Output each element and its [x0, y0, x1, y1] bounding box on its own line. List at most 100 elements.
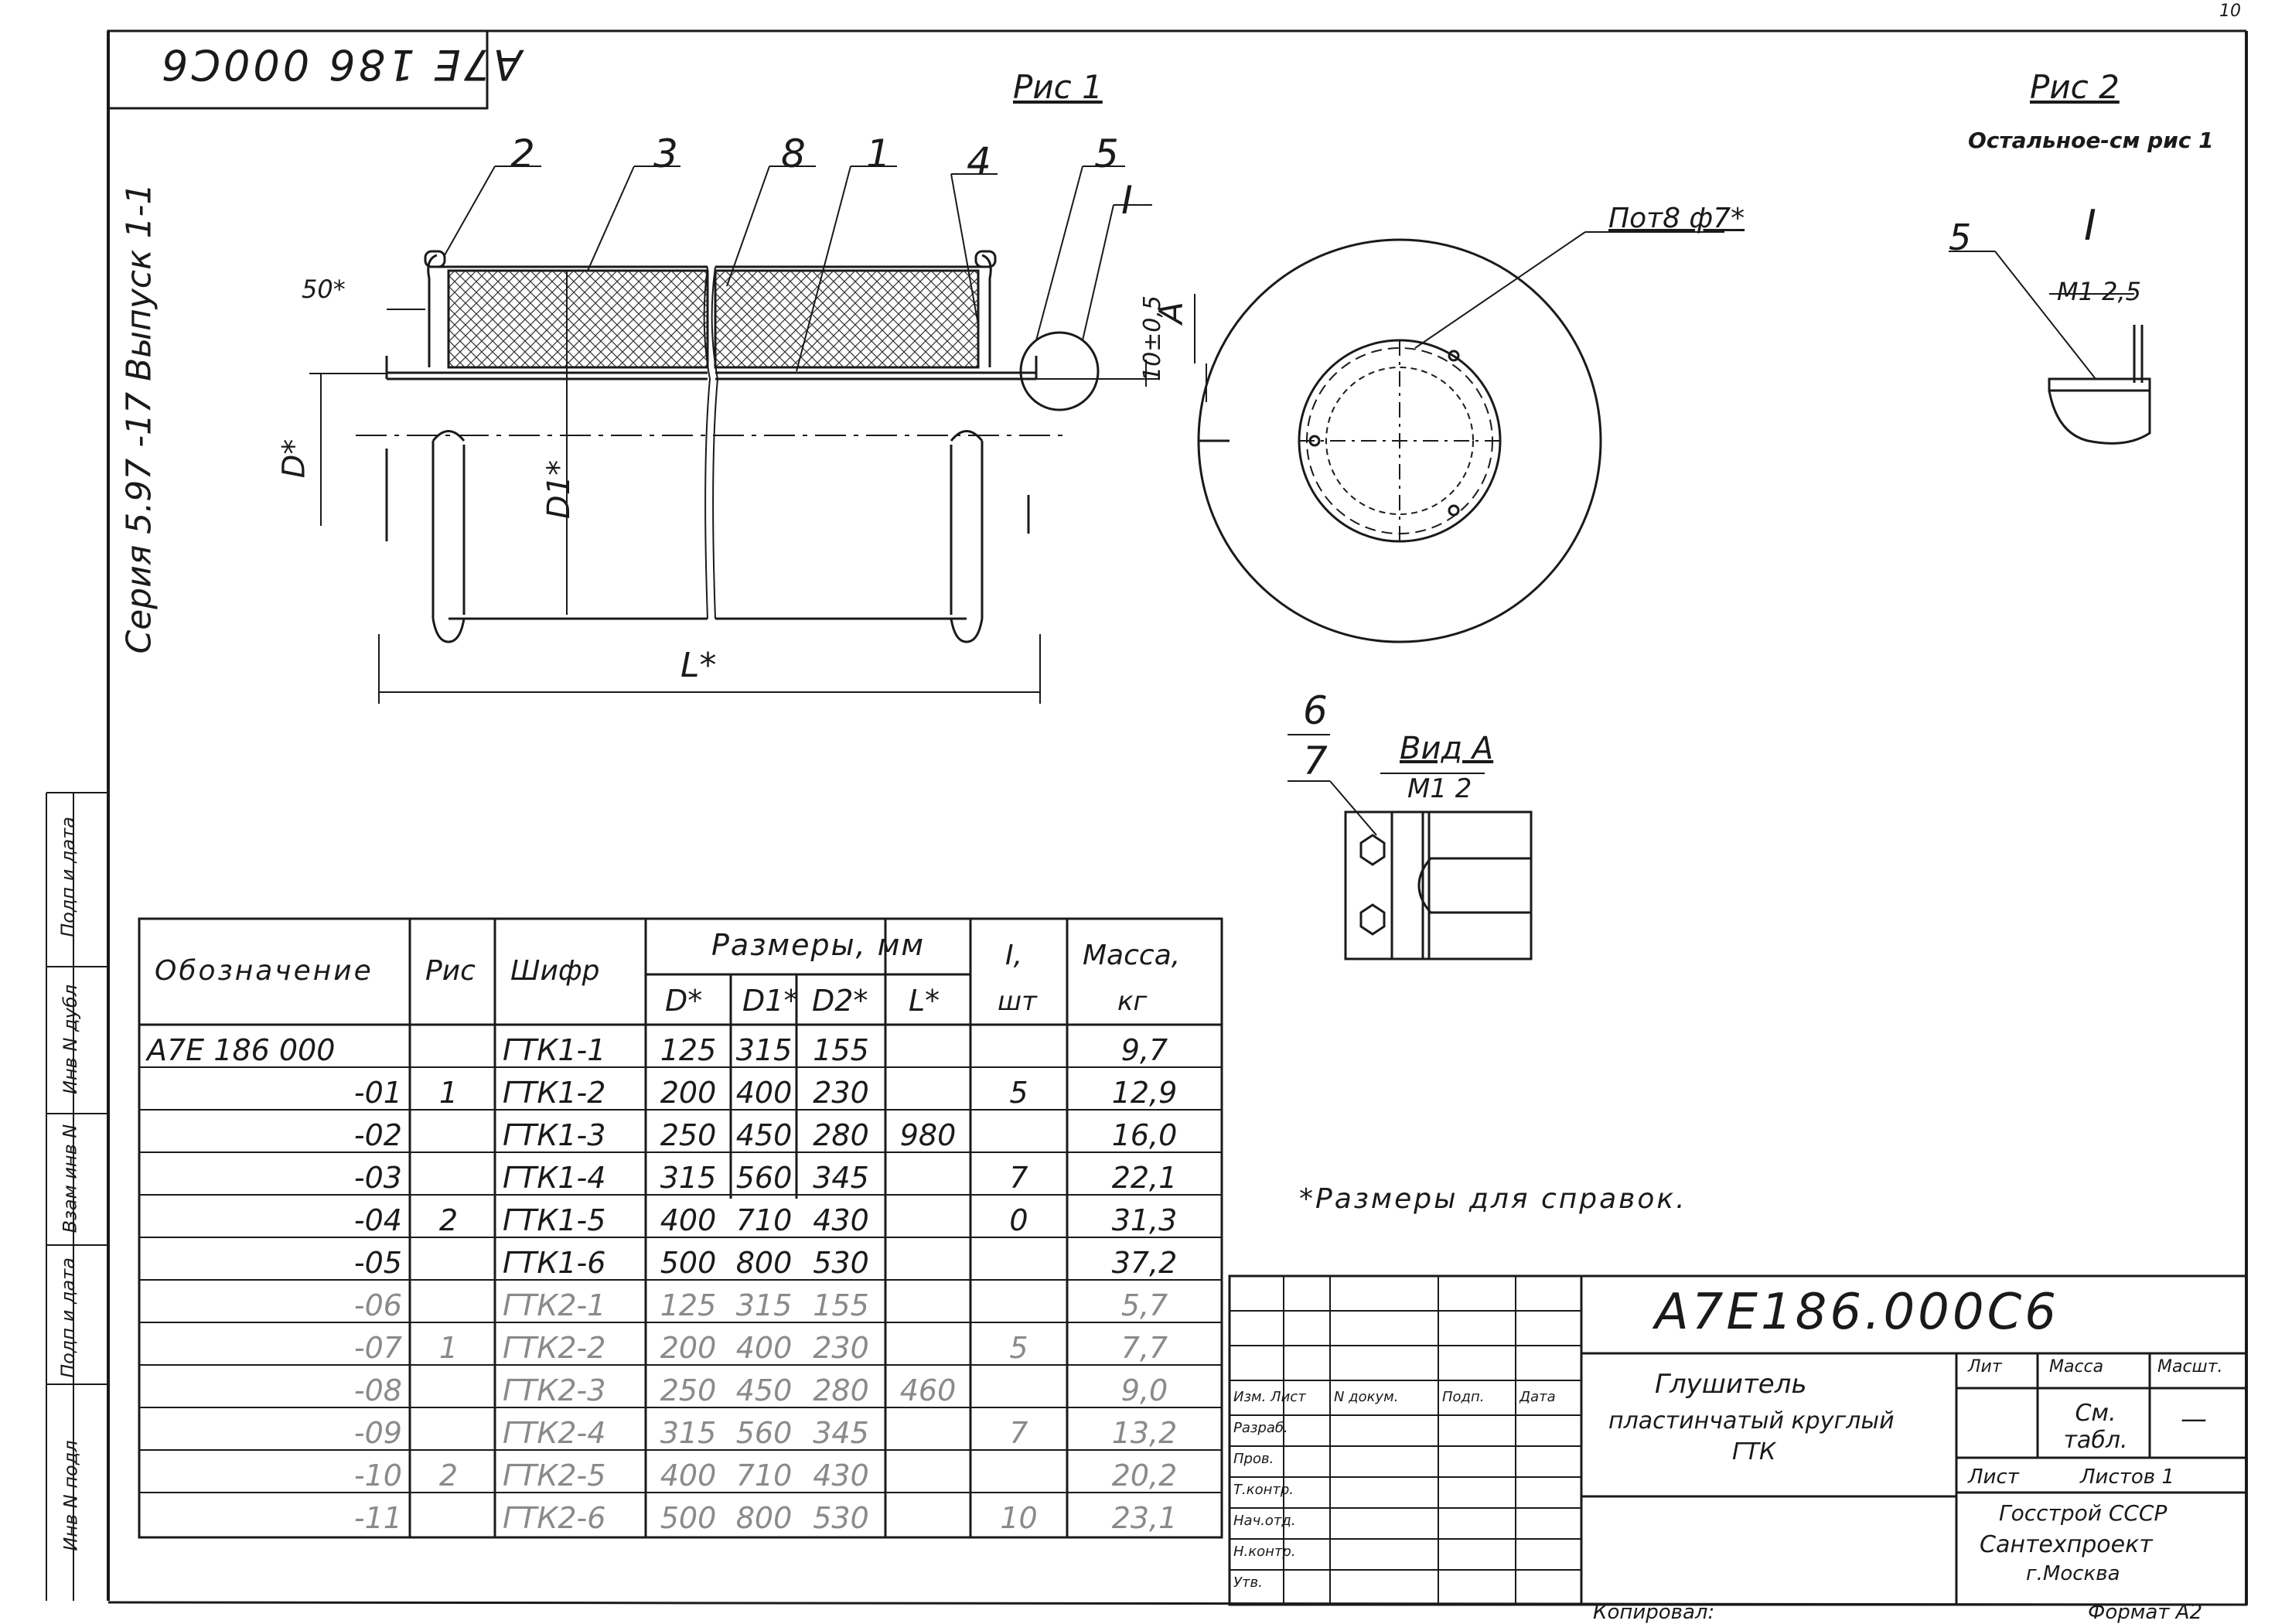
- th-fig: Рис: [425, 955, 476, 987]
- table-cell-I: 7: [1009, 1161, 1028, 1195]
- table-cell-mass: 12,9: [1111, 1076, 1178, 1110]
- dim-D: D*: [276, 438, 312, 479]
- product-name-2: пластинчатый круглый: [1608, 1407, 1895, 1435]
- view-a-scale: М1 2: [1407, 773, 1472, 804]
- fig2-detail-I: I: [2084, 201, 2096, 250]
- table-cell-D1: 450: [735, 1118, 793, 1152]
- table-cell-D1: 710: [735, 1459, 793, 1493]
- strip-inv-podl: Инв N подл: [60, 1440, 82, 1551]
- th-dims: Размеры, мм: [711, 928, 926, 962]
- reference-note: *Размеры для справок.: [1299, 1183, 1687, 1215]
- callout-6: 6: [1303, 688, 1328, 733]
- table-cell-des: -04: [353, 1203, 402, 1237]
- table-cell-D1: 315: [735, 1288, 793, 1322]
- title-block-grid: [1228, 1274, 2248, 1606]
- th-code: Шифр: [510, 955, 600, 987]
- table-cell-D2: 345: [813, 1416, 869, 1450]
- strip-podp-data: Подп и дата: [56, 817, 79, 937]
- fig2-detail: [1949, 251, 2151, 445]
- table-cell-mass: 9,0: [1120, 1373, 1168, 1407]
- table-cell-D: 125: [660, 1288, 717, 1322]
- callout-1: 1: [866, 131, 891, 176]
- table-cell-D1: 560: [735, 1161, 793, 1195]
- signer-role: Изм. Лист: [1233, 1389, 1306, 1405]
- callout-5: 5: [1094, 131, 1119, 176]
- table-cell-code: ГТК2-6: [503, 1501, 606, 1535]
- th-kg: кг: [1117, 986, 1148, 1017]
- table-cell-code: ГТК2-2: [503, 1331, 606, 1365]
- table-cell-I: 5: [1009, 1076, 1028, 1110]
- callout-2: 2: [510, 131, 535, 176]
- list-label: Лист: [1968, 1465, 2019, 1489]
- table-cell-L: 460: [899, 1373, 957, 1407]
- signer-role: Разраб.: [1233, 1420, 1288, 1436]
- callout-I: I: [1121, 178, 1133, 223]
- th-D2: D2*: [812, 984, 868, 1018]
- mass-value: См. табл.: [2063, 1400, 2128, 1454]
- table-cell-I: 10: [1000, 1501, 1038, 1535]
- table-cell-code: ГТК2-3: [503, 1373, 606, 1407]
- table-cell-D1: 400: [735, 1331, 793, 1365]
- table-cell-D1: 400: [735, 1076, 793, 1110]
- dim-D1: D1*: [541, 459, 578, 520]
- fig2-subtitle: Остальное-см рис 1: [1968, 128, 2214, 153]
- table-cell-D2: 530: [813, 1246, 869, 1280]
- massa-label: Масса: [2049, 1357, 2104, 1377]
- table-cell-mass: 7,7: [1120, 1331, 1168, 1365]
- table-cell-D: 125: [660, 1033, 717, 1067]
- th-L: L*: [909, 984, 940, 1018]
- copied-label: Копировал:: [1593, 1601, 1715, 1624]
- table-cell-L: 980: [899, 1118, 957, 1152]
- table-cell-mass: 23,1: [1111, 1501, 1178, 1535]
- dim-50: 50*: [302, 275, 346, 304]
- table-cell-D1: 800: [735, 1501, 793, 1535]
- table-cell-D1: 450: [735, 1373, 793, 1407]
- table-cell-D: 315: [660, 1161, 717, 1195]
- org-3: г.Москва: [2026, 1562, 2120, 1585]
- table-cell-code: ГТК2-5: [503, 1459, 606, 1493]
- table-cell-I: 0: [1009, 1203, 1028, 1237]
- product-name-3: ГТК: [1732, 1438, 1776, 1465]
- table-cell-mass: 13,2: [1111, 1416, 1178, 1450]
- table-cell-des: -07: [353, 1331, 402, 1365]
- table-cell-D1: 315: [735, 1033, 793, 1067]
- th-I: I,: [1005, 940, 1023, 971]
- table-cell-code: ГТК1-5: [503, 1203, 606, 1237]
- table-cell-des: -02: [353, 1118, 402, 1152]
- table-cell-D2: 155: [813, 1033, 869, 1067]
- view-a-title: Вид А: [1400, 731, 1494, 766]
- masshtab-label: Масшт.: [2157, 1357, 2223, 1377]
- strip-inv-dubl: Инв N дубл: [59, 984, 81, 1094]
- sheet-page-number: 10: [2219, 2, 2241, 21]
- table-cell-mass: 22,1: [1111, 1161, 1178, 1195]
- table-cell-D2: 155: [813, 1288, 869, 1322]
- table-cell-code: ГТК2-1: [503, 1288, 606, 1322]
- table-cell-des: -11: [353, 1501, 402, 1535]
- table-cell-I: 5: [1009, 1331, 1028, 1365]
- signer-date: Дата: [1519, 1389, 1556, 1405]
- th-D1: D1*: [742, 984, 799, 1018]
- th-mass: Масса,: [1083, 940, 1181, 971]
- format-label: Формат А2: [2088, 1601, 2203, 1624]
- table-cell-des: -06: [353, 1288, 402, 1322]
- table-cell-D1: 710: [735, 1203, 793, 1237]
- callout-7: 7: [1303, 739, 1328, 783]
- spec-table-grid: [138, 917, 1223, 1539]
- strip-podp-data-2: Подп и дата: [56, 1257, 79, 1378]
- table-cell-fig: 2: [438, 1459, 459, 1493]
- table-cell-code: ГТК1-6: [503, 1246, 606, 1280]
- table-cell-D1: 800: [735, 1246, 793, 1280]
- lit-label: Лит: [1968, 1357, 2002, 1377]
- table-cell-D: 500: [660, 1501, 717, 1535]
- signer-name: N докум.: [1334, 1389, 1399, 1405]
- signer-role: Утв.: [1233, 1575, 1263, 1591]
- table-cell-code: ГТК1-4: [503, 1161, 606, 1195]
- doc-number: А7Е186.000С6: [1655, 1284, 2059, 1341]
- table-cell-D2: 430: [813, 1459, 869, 1493]
- th-D: D*: [665, 984, 703, 1018]
- fig1-side-view: [309, 165, 1195, 704]
- signer-role: Нач.отд.: [1233, 1513, 1296, 1529]
- org-1: Госстрой СССР: [1999, 1500, 2168, 1526]
- org-2: Сантехпроект: [1980, 1531, 2153, 1558]
- table-cell-des: -01: [353, 1076, 402, 1110]
